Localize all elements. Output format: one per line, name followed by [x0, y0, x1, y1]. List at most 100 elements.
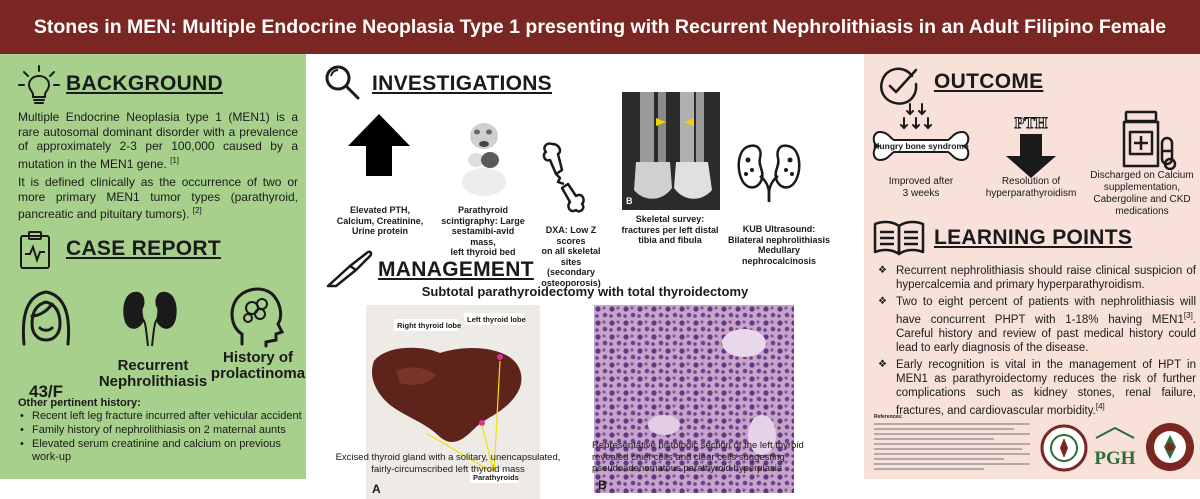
- histology-photo: B: [594, 305, 794, 493]
- background-text-1: Multiple Endocrine Neoplasia type 1 (MEN…: [18, 110, 298, 171]
- background-title: BACKGROUND: [66, 72, 223, 95]
- scalpel-icon: [326, 250, 373, 288]
- poster-title: Stones in MEN: Multiple Endocrine Neopla…: [33, 15, 1167, 38]
- finding-1-line-b: Nephrolithiasis: [98, 373, 208, 390]
- other-history-item: Family history of nephrolithiasis on 2 m…: [18, 424, 303, 437]
- clipboard-icon: [20, 231, 50, 269]
- learning-point-2a-text: Two to eight percent of patients with ne…: [896, 296, 1196, 326]
- background-ref-2: [2]: [192, 206, 202, 215]
- inv-cap2-a: Parathyroid: [457, 205, 508, 215]
- parathyroids-label: Parathyroids: [473, 473, 519, 482]
- pth-down-arrow-icon: PTH: [1006, 115, 1056, 178]
- check-badge-icon: [880, 67, 918, 105]
- outcome-cap3-a: Discharged on Calcium: [1090, 170, 1194, 181]
- learning-point: Early recognition is vital in the manage…: [878, 358, 1196, 418]
- kidneys-icon: [123, 291, 177, 347]
- left-lobe-label: Left thyroid lobe: [467, 315, 526, 324]
- inv-cap2-b: scintigraphy: Large: [441, 215, 525, 226]
- up-arrow-icon: [348, 114, 410, 176]
- photo-a-caption: Excised thyroid gland with a solitary, u…: [334, 452, 562, 475]
- poster: Stones in MEN: Multiple Endocrine Neopla…: [0, 0, 1200, 479]
- inv-cap4-b: fractures per left distal: [621, 224, 719, 235]
- woman-icon: [21, 290, 71, 346]
- inv-cap3-c: (secondary: [546, 267, 596, 277]
- references-heading: References:: [874, 414, 903, 420]
- photo-b-cap-1: Representative histologic section of the…: [592, 440, 804, 451]
- inv-cap1-c: Urine protein: [351, 226, 408, 236]
- outcome-title: OUTCOME: [934, 70, 1044, 93]
- inv-cap1-b: Calcium, Creatinine,: [336, 215, 424, 226]
- photo-b-cap-3: pseudoadenomatous parathyroid hyperplasi…: [592, 463, 783, 474]
- bone-label: Hungry bone syndrome: [873, 141, 969, 151]
- finding-2-line-b: prolactinoma: [210, 365, 306, 382]
- pth-label: PTH: [1015, 115, 1048, 132]
- kidney-stones-icon: [737, 144, 801, 203]
- broken-bone-icon: [542, 142, 585, 213]
- scintigraphy-image: [452, 114, 516, 200]
- inv-cap3-d: osteoporosis): [541, 277, 601, 288]
- management-title: MANAGEMENT: [378, 258, 534, 281]
- outcome-cap2-b: hyperparathyroidism: [985, 188, 1077, 199]
- outcome-caption-pth: Resolution of hyperparathyroidism: [976, 176, 1086, 200]
- finding-2-line-a: History of: [222, 349, 293, 366]
- investigation-caption-labs: Elevated PTH, Calcium, Creatinine, Urine…: [334, 205, 426, 237]
- open-book-icon: [873, 220, 925, 256]
- learning-point: Two to eight percent of patients with ne…: [878, 295, 1196, 355]
- inv-cap2-d: left thyroid bed: [450, 247, 516, 257]
- inv-cap5-c: Medullary nephrocalcinosis: [741, 245, 817, 266]
- outcome-cap2-a: Resolution of: [1001, 176, 1061, 187]
- inv-cap4-a: Skeletal survey:: [635, 214, 705, 224]
- investigation-caption-scintigraphy: Parathyroid scintigraphy: Large sestamib…: [440, 205, 526, 258]
- learning-point-2b-text: . Careful history and review of past med…: [896, 313, 1196, 354]
- outcome-caption-discharge: Discharged on Calcium supplementation, C…: [1086, 170, 1198, 218]
- inv-cap3-a: DXA: Low Z scores: [545, 225, 597, 246]
- other-history-item: Recent left leg fracture incurred after …: [18, 410, 303, 423]
- outcome-cap3-b: supplementation,: [1103, 182, 1181, 193]
- right-lobe-label: Right thyroid lobe: [397, 321, 461, 330]
- learning-point-3-text: Early recognition is vital in the manage…: [896, 358, 1196, 417]
- brain-head-icon: [230, 287, 285, 348]
- finding-prolactinoma: History of prolactinoma: [210, 350, 306, 382]
- xray-letter: B: [626, 196, 633, 206]
- finding-nephrolithiasis: Recurrent Nephrolithiasis: [98, 358, 208, 390]
- learning-point: Recurrent nephrolithiasis should raise c…: [878, 264, 1196, 292]
- pgh-logo-text: PGH: [1094, 448, 1135, 469]
- age-sex-label: 43/F: [28, 382, 64, 401]
- case-report-title: CASE REPORT: [66, 237, 221, 260]
- inv-cap5-b: Bilateral nephrolithiasis: [727, 234, 831, 245]
- skeletal-xray-image: B: [622, 92, 720, 210]
- other-history-list: Recent left leg fracture incurred after …: [18, 410, 303, 465]
- inv-cap1-a: Elevated PTH,: [349, 205, 411, 215]
- other-history-heading: Other pertinent history:: [18, 397, 141, 409]
- management-subtitle: Subtotal parathyroidectomy with total th…: [421, 284, 749, 299]
- background-paragraph-1: Multiple Endocrine Neoplasia type 1 (MEN…: [18, 110, 298, 171]
- university-seal-logo: [1040, 424, 1088, 472]
- other-history-item: Elevated serum creatinine and calcium on…: [18, 438, 303, 464]
- photo-b-caption: Representative histologic section of the…: [592, 440, 808, 475]
- outcome-cap1-a: Improved after: [888, 176, 954, 187]
- learning-point-1-text: Recurrent nephrolithiasis should raise c…: [896, 265, 1196, 291]
- background-ref-1: [1]: [170, 155, 180, 165]
- outcome-caption-bone: Improved after 3 weeks: [872, 176, 970, 200]
- magnifier-icon: [325, 65, 360, 100]
- outcome-cap1-b: 3 weeks: [902, 188, 940, 199]
- right-column: OUTCOME Hungry bone syndrome Improved af…: [864, 54, 1200, 479]
- photo-a-letter: A: [372, 482, 381, 496]
- learning-points-list: Recurrent nephrolithiasis should raise c…: [878, 264, 1196, 421]
- learning-point-2-ref: [3]: [1183, 311, 1193, 320]
- outcome-cap3-c: Cabergoline and CKD: [1093, 194, 1191, 205]
- investigation-caption-skeletal: Skeletal survey: fractures per left dist…: [620, 214, 720, 246]
- inv-cap5-a: KUB Ultrasound:: [742, 224, 816, 234]
- learning-point-3-ref: [4]: [1095, 401, 1105, 411]
- pill-bottle-icon: [1122, 110, 1177, 170]
- investigation-caption-dxa: DXA: Low Z scores on all skeletal sites …: [534, 225, 608, 288]
- department-seal-logo: [1146, 423, 1194, 471]
- references-block: References:: [864, 414, 1034, 474]
- poster-header: Stones in MEN: Multiple Endocrine Neopla…: [0, 0, 1200, 54]
- background-text-2: It is defined clinically as the occurren…: [18, 175, 298, 221]
- background-paragraph-2: It is defined clinically as the occurren…: [18, 175, 298, 222]
- photo-b-letter: B: [598, 478, 607, 492]
- investigations-title: INVESTIGATIONS: [372, 72, 552, 95]
- finding-1-line-a: Recurrent: [117, 357, 189, 374]
- bone-icon: Hungry bone syndrome: [872, 103, 970, 162]
